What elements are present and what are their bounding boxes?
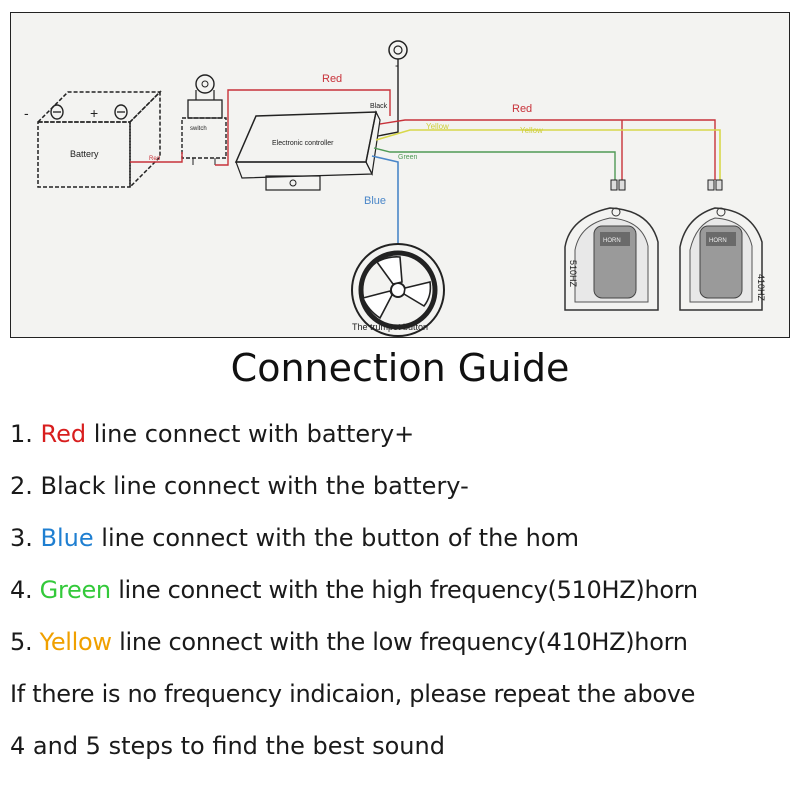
step-2-text: Black line connect with the battery-: [40, 472, 469, 500]
step-1-number: 1.: [10, 420, 33, 448]
step-4-color-word: Green: [39, 576, 111, 604]
wire-black: [377, 59, 399, 137]
step-3-text: line connect with the button of the hom: [101, 524, 579, 552]
battery-terminal-negative: [50, 104, 64, 120]
switch-label: switch: [190, 126, 207, 132]
battery-plus-sign: +: [90, 105, 98, 121]
note-line-1: If there is no frequency indicaion, plea…: [10, 680, 696, 708]
step-1-color-word: Red: [40, 420, 87, 448]
wire-label-red-top: Red: [322, 73, 342, 85]
wire-blue: [371, 155, 399, 244]
ground-minus-sign: -: [395, 58, 399, 72]
horn-410hz: HORN 410HZ: [679, 207, 766, 311]
step-5-color-word: Yellow: [39, 628, 112, 656]
note-line-2: 4 and 5 steps to find the best sound: [10, 732, 445, 760]
wire-yellow: [375, 129, 721, 180]
wire-red-battery-switch: [130, 152, 183, 163]
guide-title: Connection Guide: [230, 346, 570, 390]
battery: - + Battery: [24, 90, 162, 189]
step-5-number: 5.: [10, 628, 33, 656]
horn-2-brand: HORN: [709, 238, 727, 244]
wire-green: [373, 147, 616, 180]
step-3-number: 3.: [10, 524, 33, 552]
electronic-controller: Electronic controller: [234, 110, 381, 191]
step-1: 1. Red line connect with battery+: [10, 420, 795, 448]
step-5: 5. Yellow line connect with the low freq…: [10, 628, 795, 656]
battery-label: Battery: [70, 149, 99, 159]
wire-label-red-right: Red: [512, 103, 532, 115]
wire-label-black: Black: [370, 103, 388, 110]
wire-label-yellow-1: Yellow: [426, 122, 449, 131]
step-4-number: 4.: [10, 576, 33, 604]
step-4: 4. Green line connect with the high freq…: [10, 576, 795, 604]
step-4-text: line connect with the high frequency(510…: [118, 576, 698, 604]
horn-1-freq: 510HZ: [568, 260, 578, 288]
trumpet-button: The trumpet button: [351, 243, 445, 337]
step-3-color-word: Blue: [40, 524, 94, 552]
step-2-number: 2.: [10, 472, 33, 500]
wire-label-green: Green: [398, 154, 418, 161]
wire-label-yellow-2: Yellow: [520, 126, 543, 135]
controller-label: Electronic controller: [272, 140, 334, 147]
horn-510hz: HORN 510HZ: [564, 207, 659, 311]
battery-terminal-positive: [114, 104, 128, 120]
wire-label-red-small: Red: [149, 156, 160, 162]
horn-2-connectors: [707, 179, 723, 191]
horn-2-freq: 410HZ: [756, 274, 766, 302]
switch: switch: [181, 74, 227, 165]
trumpet-button-label: The trumpet button: [352, 322, 428, 332]
wire-red-horns: [379, 119, 716, 180]
step-3: 3. Blue line connect with the button of …: [10, 524, 795, 552]
step-1-text: line connect with battery+: [93, 420, 415, 448]
step-2: 2. Black line connect with the battery-: [10, 472, 795, 500]
horn-1-connectors: [610, 179, 626, 191]
horn-1-brand: HORN: [603, 238, 621, 244]
wire-label-blue: Blue: [364, 195, 386, 207]
wiring-diagram: - + Battery switch Electr: [10, 12, 790, 338]
wire-red-top: [215, 89, 391, 166]
step-5-text: line connect with the low frequency(410H…: [119, 628, 688, 656]
battery-minus-sign: -: [24, 105, 29, 121]
